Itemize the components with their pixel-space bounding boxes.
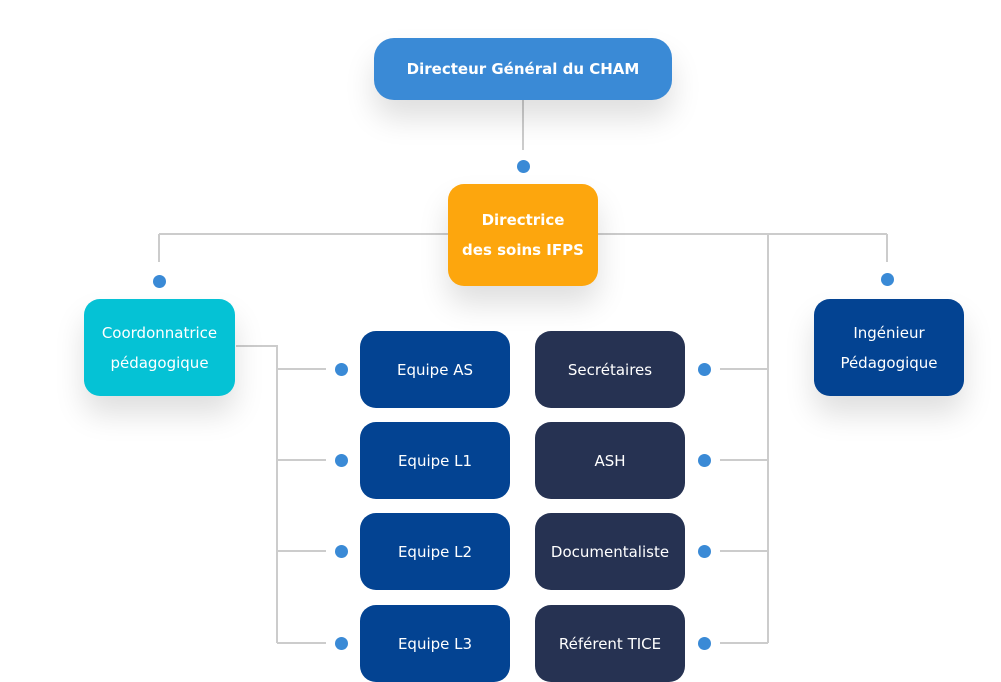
connector-dot (881, 273, 894, 286)
connector-dot (698, 454, 711, 467)
node-team-label: Equipe L2 (397, 542, 473, 561)
connector-dot (698, 637, 711, 650)
node-team-label: Equipe L1 (397, 451, 473, 470)
node-coordonnatrice[interactable]: Coordonnatrice pédagogique (84, 299, 235, 396)
node-staff-label: Documentaliste (550, 542, 670, 561)
node-staff[interactable]: Secrétaires (535, 331, 685, 408)
node-team-label: Equipe L3 (397, 634, 473, 653)
connector-dot (335, 363, 348, 376)
node-directrice[interactable]: Directrice des soins IFPS (448, 184, 598, 286)
node-directrice-line1: Directrice (481, 211, 565, 229)
node-staff[interactable]: ASH (535, 422, 685, 499)
node-team-label: Equipe AS (397, 360, 473, 379)
node-coordonnatrice-line1: Coordonnatrice (101, 323, 218, 342)
node-director[interactable]: Directeur Général du CHAM (374, 38, 672, 100)
node-director-label: Directeur Général du CHAM (406, 60, 640, 78)
connector-dot (698, 363, 711, 376)
node-directrice-line2: des soins IFPS (462, 241, 584, 259)
connector-dot (517, 160, 530, 173)
connector-dot (698, 545, 711, 558)
node-ingenieur[interactable]: Ingénieur Pédagogique (814, 299, 964, 396)
node-team[interactable]: Equipe L1 (360, 422, 510, 499)
node-coordonnatrice-line2: pédagogique (110, 353, 209, 372)
connector-coordinatrice-bus (236, 345, 278, 643)
node-ingenieur-line2: Pédagogique (840, 353, 938, 372)
node-staff-label: Référent TICE (558, 634, 662, 653)
node-staff[interactable]: Référent TICE (535, 605, 685, 682)
node-staff-label: ASH (594, 451, 626, 470)
node-staff-label: Secrétaires (567, 360, 653, 379)
connector-dot (335, 545, 348, 558)
node-team[interactable]: Equipe AS (360, 331, 510, 408)
node-ingenieur-line1: Ingénieur (853, 323, 925, 342)
connector-dot (335, 454, 348, 467)
node-team[interactable]: Equipe L2 (360, 513, 510, 590)
node-team[interactable]: Equipe L3 (360, 605, 510, 682)
connector-dot (153, 275, 166, 288)
node-staff[interactable]: Documentaliste (535, 513, 685, 590)
connector-dot (335, 637, 348, 650)
